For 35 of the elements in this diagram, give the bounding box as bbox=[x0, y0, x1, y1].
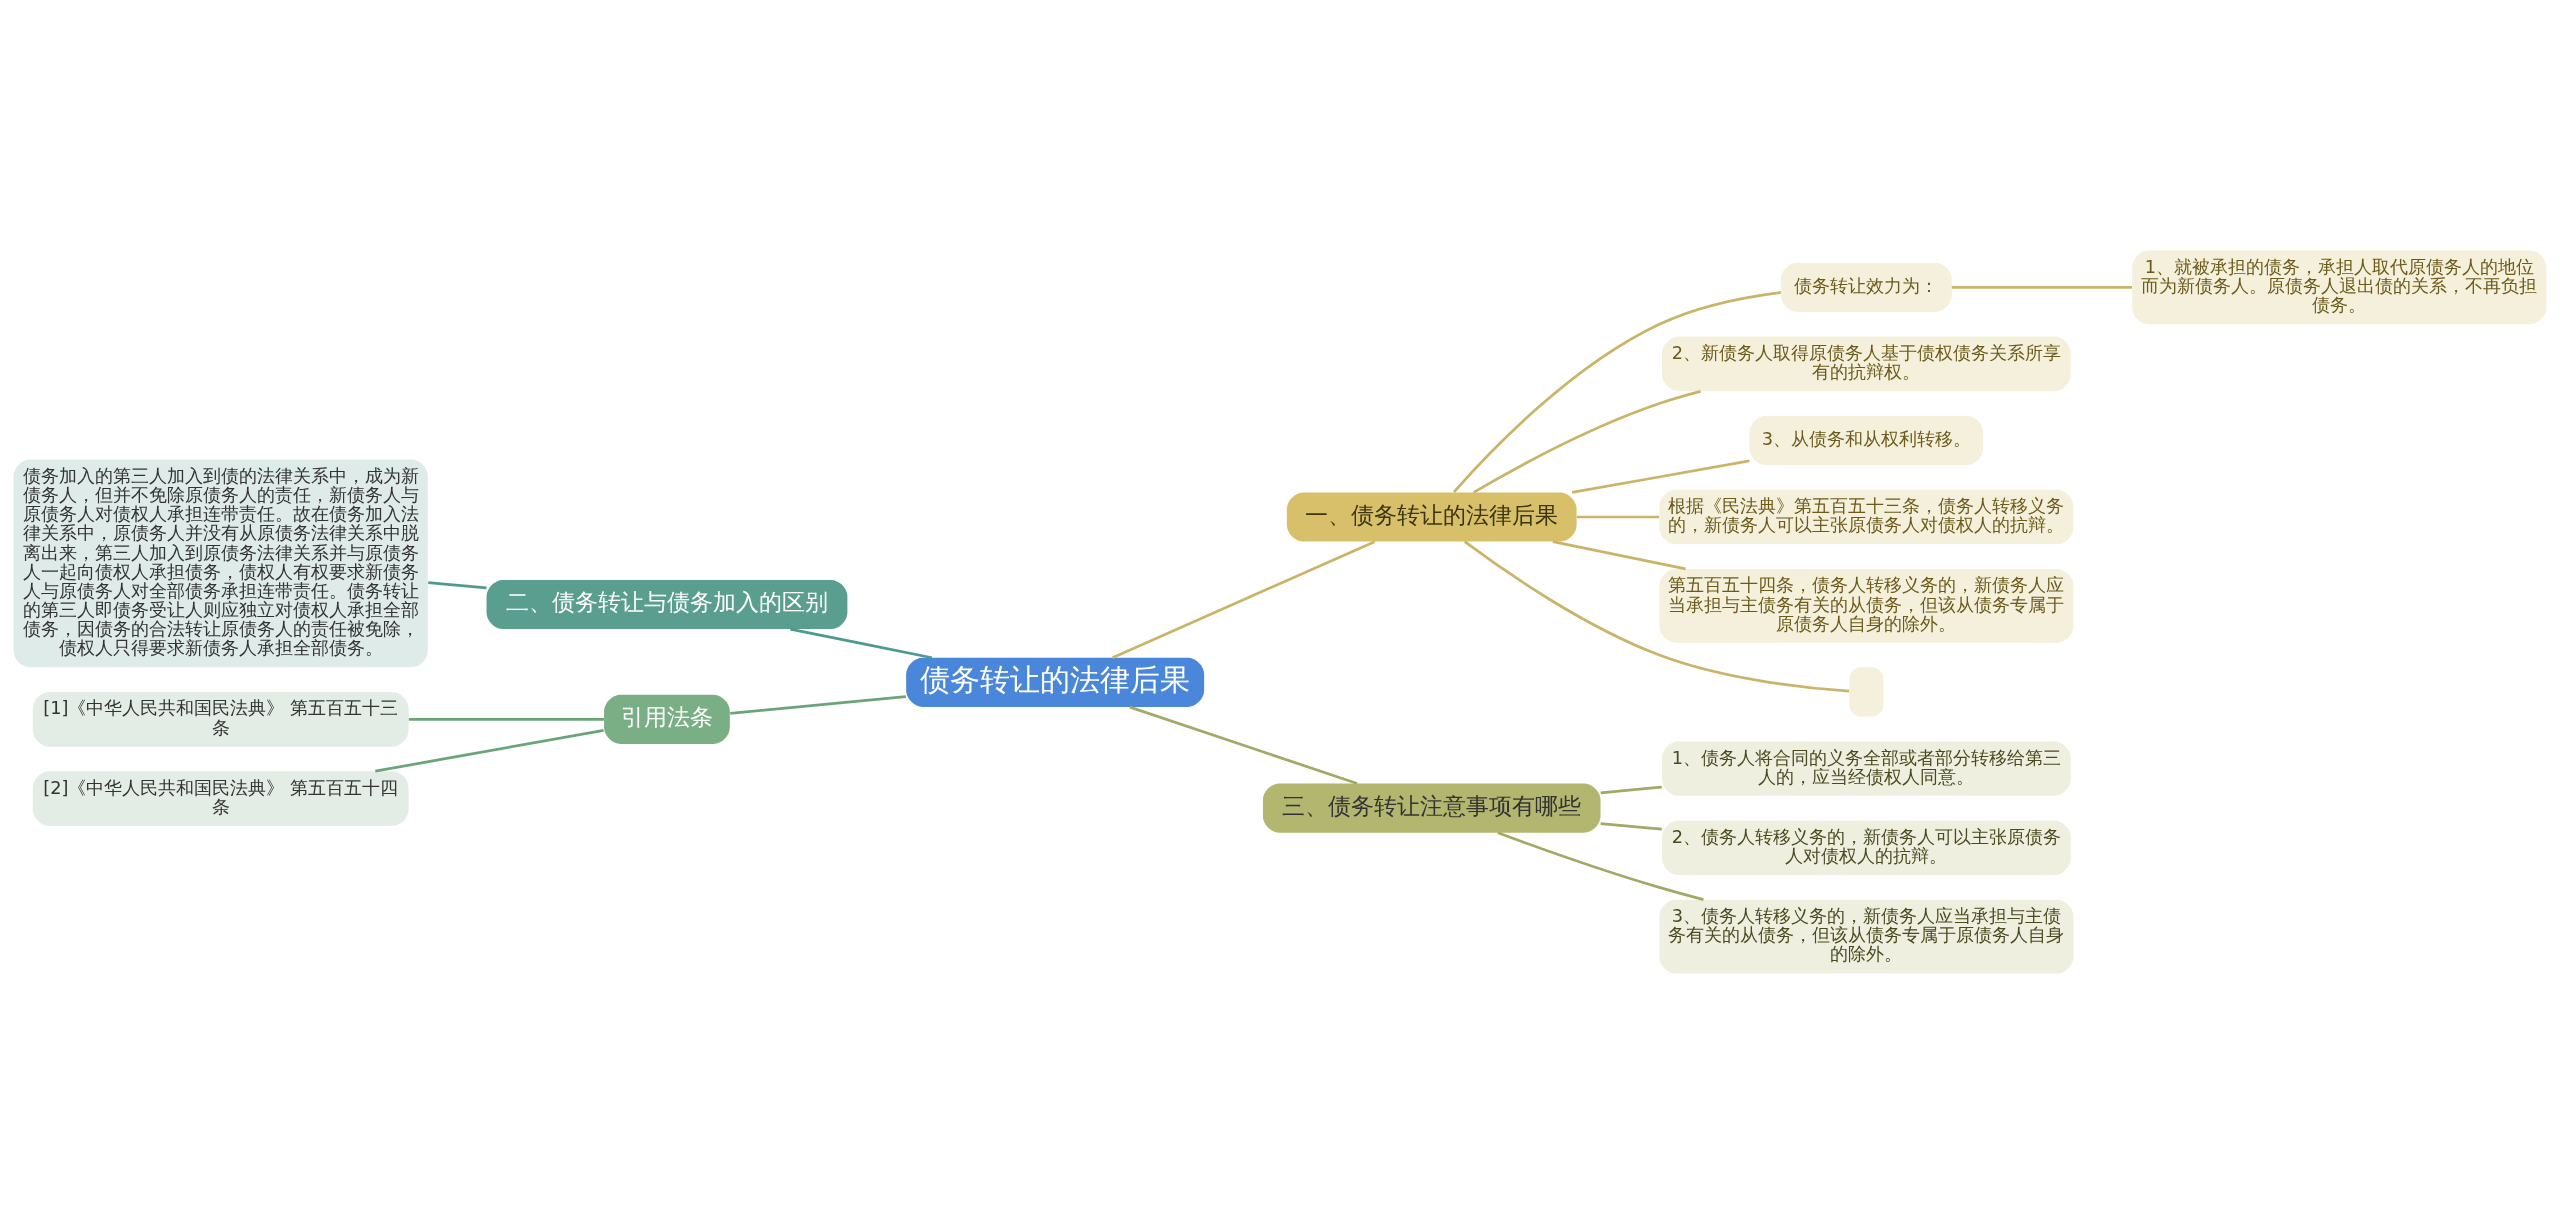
connector bbox=[1571, 459, 1750, 494]
node-box: 一、债务转让的法律后果 bbox=[1286, 491, 1577, 542]
node-box: 2、债务人转移义务的，新债务人可以主张原债务人对债权人的抗辩。 bbox=[1662, 819, 2071, 875]
connector bbox=[428, 580, 487, 589]
connector bbox=[375, 728, 604, 773]
node-box: 债务转让效力为： bbox=[1780, 262, 1952, 312]
connector bbox=[1464, 540, 1850, 692]
node-box: [2]《中华人民共和国民法典》 第五百五十四条 bbox=[32, 770, 409, 826]
node-box: 1、债务人将合同的义务全部或者部分转移给第三人的，应当经债权人同意。 bbox=[1662, 740, 2071, 796]
connector bbox=[730, 694, 906, 715]
node-box: 根据《民法典》第五百五十三条，债务人转移义务的，新债务人可以主张原债务人对债权人的抗辩。 bbox=[1659, 489, 2074, 544]
node-box: 3、债务人转移义务的，新债务人应当承担与主债务有关的从债务，但该从债务专属于原债务人自身的除外。 bbox=[1659, 899, 2074, 974]
node-box: 二、债务转让与债务加入的区别 bbox=[486, 579, 848, 629]
connector bbox=[1951, 285, 2132, 289]
node-box: 1、就被承担的债务，承担人取代原债务人的地位而为新债务人。原债务人退出债的关系，不再负担债务。 bbox=[2132, 249, 2547, 324]
node-box bbox=[1849, 666, 1884, 717]
node-box: [1]《中华人民共和国民法典》 第五百五十三条 bbox=[32, 691, 409, 747]
connector bbox=[1129, 705, 1358, 785]
connector bbox=[1576, 515, 1660, 518]
connector bbox=[408, 717, 604, 721]
node-box: 引用法条 bbox=[604, 694, 730, 744]
node-box: 三、债务转让注意事项有哪些 bbox=[1262, 783, 1601, 833]
connector bbox=[1452, 290, 1782, 493]
node-box: 第五百五十四条，债务人转移义务的，新债务人应当承担与主债务有关的从债务，但该从债务专属于原债务人自身的除外。 bbox=[1659, 568, 2074, 643]
node-box: 3、从债务和从权利转移。 bbox=[1749, 415, 1984, 465]
connector bbox=[1473, 389, 1701, 493]
node-box: 债务转让的法律后果 bbox=[906, 657, 1205, 707]
connector bbox=[1600, 785, 1662, 794]
connector bbox=[790, 627, 933, 659]
node-box: 债务加入的第三人加入到债的法律关系中，成为新债务人，但并不免除原债务人的责任，新债务人与原债务人对债权人承担连带责任。故在债务加入法律关系中，原债务人并没有从原债务法律关系中脱离出来，第三人加入到原债务法律关系并与原债务人一起向债权人承担债务，债权人有权要求新债务人与原债务人对全部债务承担连带责任。债务转让的第三人即债务受让人则应独立对债权人承担全部债务，因债务的合法转让原债务人的责任被免除，债权人只得要求新债务人承担全部债务。 bbox=[13, 459, 428, 667]
connector bbox=[1600, 821, 1662, 830]
connector bbox=[1111, 539, 1376, 659]
connector bbox=[1497, 831, 1704, 901]
node-box: 2、新债务人取得原债务人基于债权债务关系所享有的抗辩权。 bbox=[1662, 336, 2071, 391]
connector bbox=[1552, 539, 1686, 570]
